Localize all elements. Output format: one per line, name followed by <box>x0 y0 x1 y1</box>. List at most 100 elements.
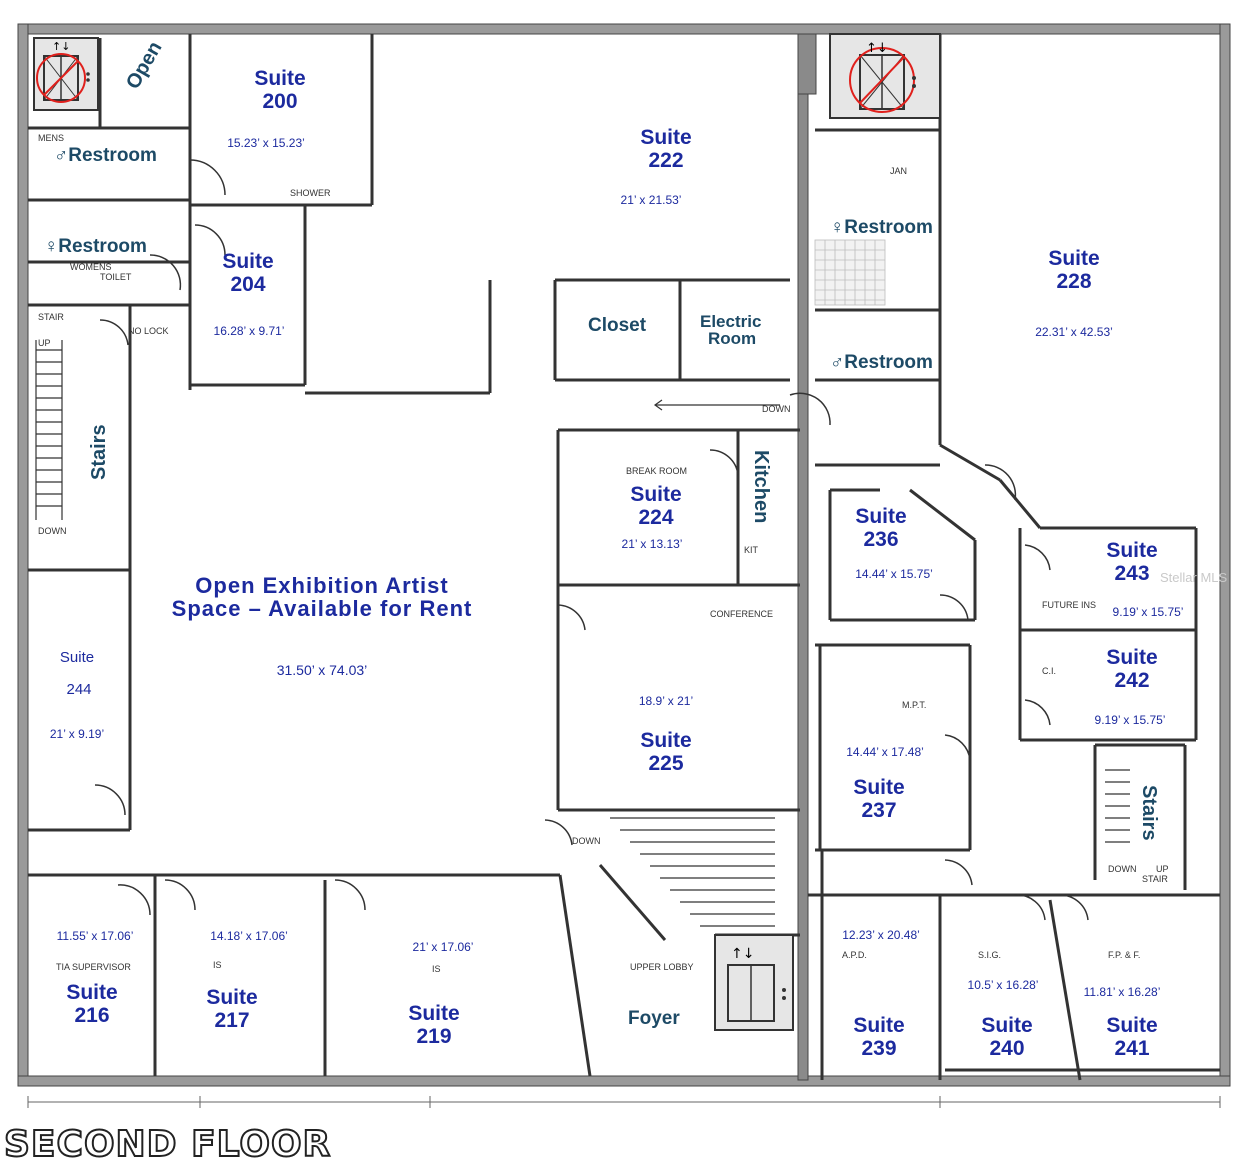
suite-239-label: Suite <box>853 1014 905 1037</box>
suite-224-label: Suite <box>630 483 682 506</box>
suite-241-number: 241 <box>1114 1037 1150 1060</box>
note-up: UP <box>38 338 51 348</box>
suite-217-label: Suite <box>206 986 258 1009</box>
suite-219-label: Suite <box>408 1002 460 1025</box>
svg-text:↑↓: ↑↓ <box>866 41 888 56</box>
spine-wall <box>797 33 817 1081</box>
note-break-room: BREAK ROOM <box>626 466 688 476</box>
suite-219-dims: 21’ x 17.06’ <box>412 940 474 954</box>
suite-204-dims: 16.28’ x 9.71’ <box>213 324 285 338</box>
restroom-women-right: ♀Restroom <box>830 217 933 238</box>
interior-walls <box>28 34 1220 1081</box>
suite-216-label: Suite <box>66 981 118 1004</box>
suite-239-number: 239 <box>861 1037 897 1060</box>
note-down-left: DOWN <box>38 526 67 536</box>
electric-room-line2: Room <box>708 329 757 348</box>
open-space-line1: Open Exhibition Artist <box>195 573 449 598</box>
stairs-right: Stairs <box>1138 785 1160 841</box>
note-stair-right: STAIR <box>1142 874 1168 884</box>
suite-225-label: Suite <box>640 729 692 752</box>
suite-237-dims: 14.44’ x 17.48’ <box>846 745 924 759</box>
suite-228-number: 228 <box>1056 270 1092 293</box>
suite-242-number: 242 <box>1114 669 1150 692</box>
suite-216-dims: 11.55’ x 17.06’ <box>56 929 134 943</box>
suite-244-number: 244 <box>66 681 92 698</box>
suite-217-number: 217 <box>214 1009 250 1032</box>
suite-242-dims: 9.19’ x 15.75’ <box>1094 713 1166 727</box>
elevator-lobby: ↑↓ <box>714 934 794 1031</box>
svg-text:↑↓: ↑↓ <box>52 40 70 53</box>
suite-240-dims: 10.5’ x 16.28’ <box>967 978 1039 992</box>
suite-200-number: 200 <box>262 90 298 113</box>
suite-217-dims: 14.18’ x 17.06’ <box>210 929 288 943</box>
suite-243-dims: 9.19’ x 15.75’ <box>1112 605 1184 619</box>
floor-title: SECOND FLOOR <box>3 1123 332 1166</box>
foyer-label: Foyer <box>628 1008 680 1029</box>
stair-treads-lobby <box>610 817 775 927</box>
suite-243-number: 243 <box>1114 562 1150 585</box>
down-arrow <box>653 399 780 411</box>
suite-243-label: Suite <box>1106 539 1158 562</box>
suite-240-number: 240 <box>989 1037 1025 1060</box>
note-no-lock: NO LOCK <box>128 326 169 336</box>
note-conference: CONFERENCE <box>710 609 774 619</box>
restroom-men-right: ♂Restroom <box>830 352 933 373</box>
suite-244-label: Suite <box>59 649 95 666</box>
note-down-lobby: DOWN <box>572 836 601 846</box>
open-space-dims: 31.50’ x 74.03’ <box>276 662 368 678</box>
stair-treads-right <box>1105 769 1130 843</box>
stairs-left: Stairs <box>88 424 110 480</box>
watermark: Stellar MLS <box>1160 570 1228 585</box>
dimension-lines <box>27 1096 1221 1108</box>
suite-240-label: Suite <box>981 1014 1033 1037</box>
note-apd: A.P.D. <box>842 950 867 960</box>
closet-label: Closet <box>588 315 647 336</box>
note-stair: STAIR <box>38 312 64 322</box>
note-mpt: M.P.T. <box>902 700 927 710</box>
suite-228-label: Suite <box>1048 247 1100 270</box>
note-mens: MENS <box>38 133 65 143</box>
suite-225-number: 225 <box>648 752 684 775</box>
suite-228-dims: 22.31’ x 42.53’ <box>1035 325 1113 339</box>
suite-239-dims: 12.23’ x 20.48’ <box>842 928 920 942</box>
suite-224-number: 224 <box>638 506 674 529</box>
suite-222-label: Suite <box>640 126 692 149</box>
suite-216-number: 216 <box>74 1004 110 1027</box>
note-tia-supervisor: TIA SUPERVISOR <box>56 962 131 972</box>
door-swings <box>94 159 1089 921</box>
suite-222-dims: 21’ x 21.53’ <box>620 193 682 207</box>
note-down-hall: DOWN <box>762 404 791 414</box>
suite-224-dims: 21’ x 13.13’ <box>621 537 683 551</box>
suite-222-number: 222 <box>648 149 684 172</box>
note-kit: KIT <box>744 545 759 555</box>
note-toilet: TOILET <box>100 272 132 282</box>
note-womens: WOMENS <box>70 262 112 272</box>
suite-244-dims: 21’ x 9.19’ <box>49 727 105 741</box>
stair-treads-left <box>35 340 63 520</box>
restroom-men-left: ♂Restroom <box>54 145 157 166</box>
suite-242-label: Suite <box>1106 646 1158 669</box>
kitchen-label: Kitchen <box>750 450 772 524</box>
svg-text:↑↓: ↑↓ <box>731 946 754 962</box>
note-up-right: UP <box>1156 864 1169 874</box>
note-is-217: IS <box>213 960 222 970</box>
suite-200-dims: 15.23’ x 15.23’ <box>227 136 305 150</box>
suite-204-label: Suite <box>222 250 274 273</box>
elevator-right: ↑↓ <box>829 33 941 119</box>
suite-225-dims: 18.9’ x 21’ <box>638 694 694 708</box>
suite-200-label: Suite <box>254 67 306 90</box>
suite-236-number: 236 <box>863 528 899 551</box>
open-space-line2: Space – Available for Rent <box>171 596 473 621</box>
outer-walls <box>17 23 1231 1087</box>
restroom-women-left: ♀Restroom <box>44 236 147 257</box>
note-is-219: IS <box>432 964 441 974</box>
suite-237-number: 237 <box>861 799 897 822</box>
suite-241-dims: 11.81’ x 16.28’ <box>1083 985 1161 999</box>
note-future-ins: FUTURE INS <box>1042 600 1096 610</box>
suite-219-number: 219 <box>416 1025 452 1048</box>
note-ci: C.I. <box>1042 666 1057 676</box>
elevator-left: ↑↓ <box>33 37 99 111</box>
note-fpf: F.P. & F. <box>1108 950 1141 960</box>
suite-237-label: Suite <box>853 776 905 799</box>
note-sig: S.I.G. <box>978 950 1002 960</box>
